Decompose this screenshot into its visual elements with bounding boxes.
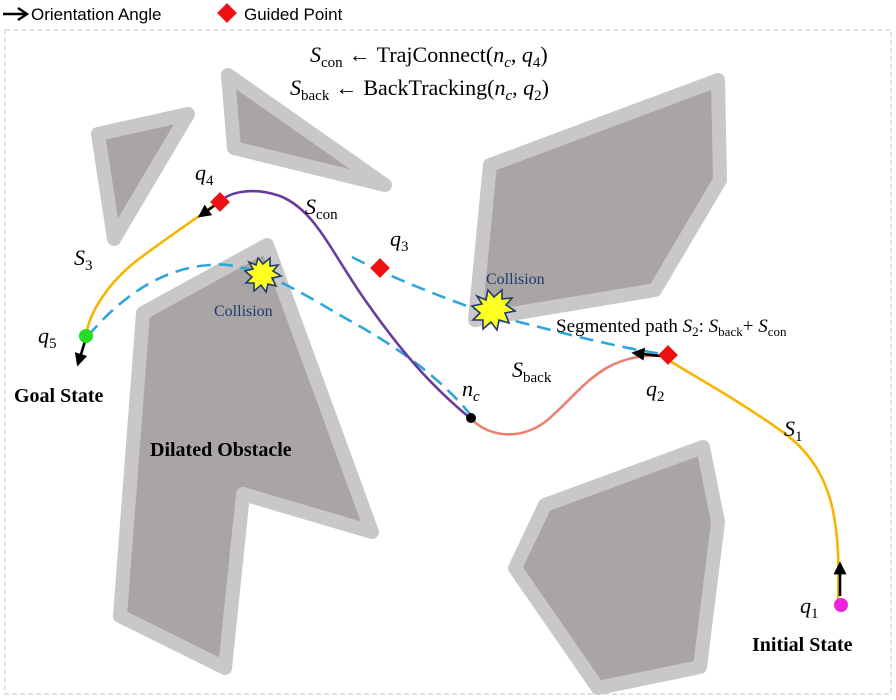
eq1-lhs-sub: con [321, 55, 343, 71]
guided-point-q4 [210, 192, 230, 212]
guided-point-icon [217, 3, 237, 23]
eq2-arg1: n [495, 75, 506, 100]
equation-sback: Sback ←BackTracking(nc, q2) [290, 75, 549, 104]
eq2-rhs: BackTracking( [363, 75, 494, 100]
dashed-original-path [87, 263, 471, 415]
trajectory-sback [469, 354, 663, 436]
obstacle-small-triangle [91, 107, 195, 246]
eq2-arg2: q [523, 75, 534, 100]
eq2-lhs: S [290, 75, 301, 100]
label-q2: q2 [646, 376, 665, 405]
dilated-obstacle-shape [113, 238, 379, 675]
goal-state-label: Goal State [14, 385, 104, 407]
eq2-arg2-sub: 2 [534, 88, 542, 104]
trajectory-scon [219, 189, 471, 420]
guided-point-q3 [370, 258, 390, 278]
label-scon: Scon [305, 194, 338, 223]
diagram-frame [4, 29, 892, 695]
dilated-obstacle-label: Dilated Obstacle [150, 439, 292, 461]
equation-scon: Scon ←TrajConnect(nc, q4) [310, 42, 548, 71]
obstacle-right-top [468, 73, 727, 327]
orientation-arrow-q2-icon [631, 347, 661, 361]
guided-point-q2 [658, 345, 678, 365]
legend-orientation-label: Orientation Angle [31, 5, 161, 24]
orientation-arrow-icon [3, 7, 30, 21]
collision-burst-icon-2 [470, 288, 518, 332]
eq1-arg2: q [522, 42, 533, 67]
label-q4: q4 [195, 160, 214, 189]
obstacle-top-triangle [221, 68, 392, 192]
initial-state-point [834, 598, 848, 612]
eq2-arg1-sub: c [506, 88, 513, 104]
label-q1: q1 [800, 593, 819, 622]
initial-state-label: Initial State [752, 634, 853, 656]
eq2-lhs-sub: back [301, 88, 330, 104]
eq2-close: ) [542, 75, 549, 100]
goal-state-point [79, 329, 93, 343]
eq1-rhs: TrajConnect( [377, 42, 494, 67]
node-nc-point [466, 413, 476, 423]
label-s1: S1 [784, 416, 803, 445]
eq2-sep: , [512, 75, 523, 100]
segmented-path-label: Segmented path S2: Sback+ Scon [556, 316, 787, 339]
eq1-arrow: ← [349, 42, 371, 67]
eq1-close: ) [540, 42, 547, 67]
label-s3: S3 [74, 245, 93, 274]
collision-burst-icon [243, 256, 284, 294]
eq1-arg2-sub: 4 [533, 55, 541, 71]
eq2-arrow: ← [335, 75, 357, 100]
trajectory-s3 [84, 200, 219, 336]
collision-label-2: Collision [486, 271, 545, 288]
eq1-lhs: S [310, 42, 321, 67]
label-q3: q3 [390, 226, 409, 255]
eq1-arg1-sub: c [504, 55, 511, 71]
obstacles [91, 68, 727, 695]
eq1-sep: , [511, 42, 522, 67]
collision-label-1: Collision [214, 303, 273, 320]
legend-guided-label: Guided Point [244, 5, 343, 24]
legend: Orientation Angle Guided Point [3, 3, 343, 24]
obstacle-bottom-right [508, 440, 725, 695]
label-q5: q5 [38, 323, 57, 352]
trajectory-s1 [661, 354, 840, 606]
label-nc: nc [462, 376, 480, 405]
label-sback: Sback [512, 357, 552, 386]
eq1-arg1: n [493, 42, 504, 67]
